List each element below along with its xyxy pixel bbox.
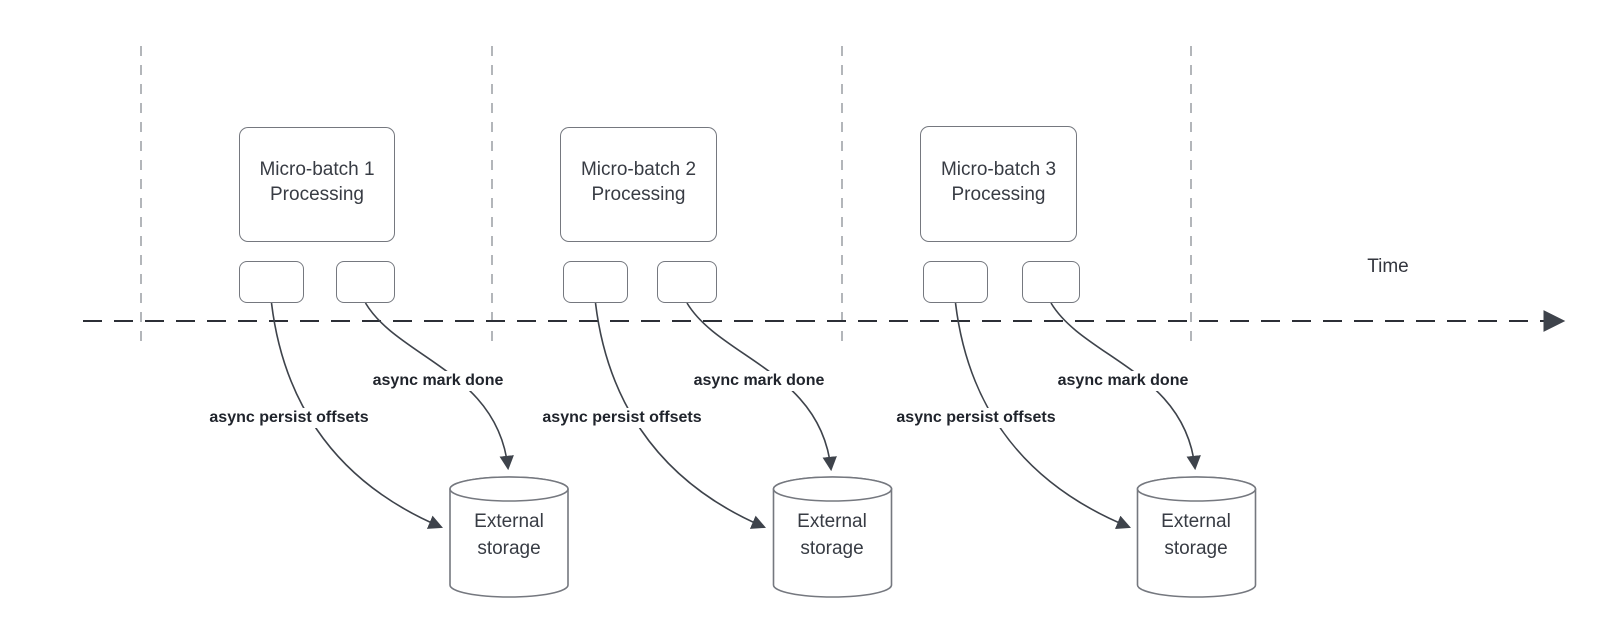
mark-done-arrow-1 <box>364 302 514 471</box>
cylinder-top-rim <box>772 476 893 502</box>
mark-done-arrow-2 <box>686 302 837 472</box>
mark-done-label-2: async mark done <box>689 371 829 391</box>
batch-title-line: Processing <box>270 184 364 205</box>
persist-offsets-label-1: async persist offsets <box>205 408 373 428</box>
mark-done-node-2 <box>657 261 717 303</box>
mark-done-arrow-3 <box>1050 302 1201 471</box>
persist-offsets-node-2 <box>563 261 628 303</box>
cylinder-top-rim <box>449 476 569 502</box>
storage-cylinder-2 <box>772 476 893 598</box>
persist-offsets-arrow-1 <box>270 302 443 529</box>
micro-batch-2-processing-box: Micro-batch 2 Processing <box>560 127 717 242</box>
storage-label-line: storage <box>477 538 541 559</box>
storage-label-line: storage <box>1164 538 1228 559</box>
external-storage-label-2: External storage <box>773 508 891 562</box>
micro-batch-1-processing-box: Micro-batch 1 Processing <box>239 127 395 242</box>
mark-done-node-3 <box>1022 261 1080 303</box>
batch-title-line: Processing <box>951 183 1046 205</box>
storage-label-line: External <box>474 511 544 532</box>
mark-done-label-3: async mark done <box>1053 371 1193 391</box>
time-axis-label: Time <box>1367 256 1409 277</box>
storage-label-line: External <box>797 511 867 532</box>
batch-title-line: Processing <box>591 184 686 205</box>
storage-label-line: External <box>1161 511 1231 532</box>
storage-cylinder-1 <box>449 476 569 598</box>
storage-cylinder-3 <box>1136 476 1257 598</box>
external-storage-label-3: External storage <box>1137 508 1255 562</box>
persist-offsets-label-2: async persist offsets <box>538 408 706 428</box>
storage-label-line: storage <box>800 538 864 559</box>
persist-offsets-node-1 <box>239 261 304 303</box>
micro-batch-3-processing-box: Micro-batch 3 Processing <box>920 126 1077 242</box>
batch-title-line: Micro-batch 3 <box>940 158 1057 180</box>
persist-offsets-label-3: async persist offsets <box>892 408 1060 428</box>
batch-title-line: Micro-batch 1 <box>259 159 375 180</box>
persist-offsets-arrow-2 <box>594 302 766 529</box>
batch-title-line: Micro-batch 2 <box>580 159 697 180</box>
cylinder-top-rim <box>1136 476 1257 502</box>
persist-offsets-arrow-3 <box>954 302 1131 530</box>
external-storage-label-1: External storage <box>450 508 568 562</box>
persist-offsets-node-3 <box>923 261 988 303</box>
mark-done-label-1: async mark done <box>368 371 508 391</box>
mark-done-node-1 <box>336 261 395 303</box>
